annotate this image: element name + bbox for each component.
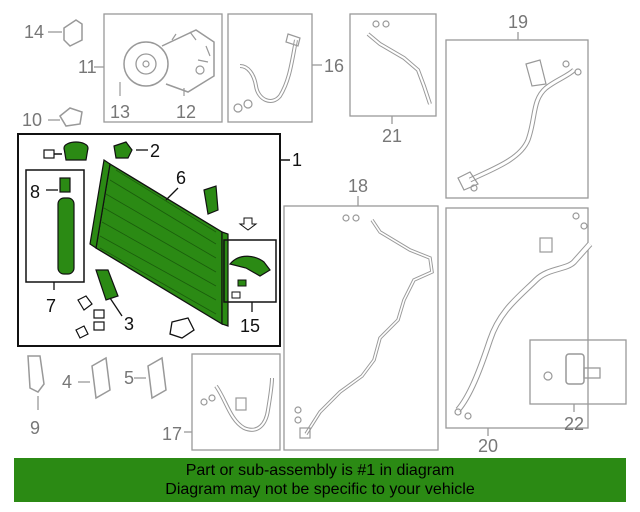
part-8-plug[interactable] bbox=[59, 177, 71, 193]
part-21-pipe[interactable] bbox=[366, 20, 432, 105]
callout-1: 1 bbox=[292, 150, 302, 170]
callout-7: 7 bbox=[46, 296, 56, 316]
callout-5: 5 bbox=[124, 368, 134, 388]
callout-11: 11 bbox=[78, 57, 97, 77]
part-3-bracket[interactable] bbox=[95, 269, 119, 301]
hose-16-frame bbox=[227, 13, 313, 123]
callout-13: 13 bbox=[110, 102, 130, 122]
part-side-bracket[interactable] bbox=[203, 185, 219, 215]
callout-16: 16 bbox=[324, 56, 344, 76]
callout-3: 3 bbox=[124, 314, 134, 334]
callout-15: 15 bbox=[240, 316, 260, 336]
part-18-pipe[interactable] bbox=[294, 214, 434, 439]
callout-20: 20 bbox=[478, 436, 498, 456]
callout-17: 17 bbox=[162, 424, 182, 444]
part-2-bracket[interactable] bbox=[113, 141, 133, 159]
part-4-bracket[interactable] bbox=[91, 356, 111, 400]
part-5-bracket[interactable] bbox=[147, 356, 167, 400]
callout-14: 14 bbox=[24, 22, 44, 42]
callout-19: 19 bbox=[508, 12, 528, 32]
notice-banner: Part or sub-assembly is #1 in diagram Di… bbox=[14, 458, 626, 502]
small-hardware[interactable] bbox=[75, 295, 195, 339]
part-10-bracket[interactable] bbox=[48, 107, 83, 127]
part-14-bracket[interactable] bbox=[48, 19, 83, 47]
part-7-receiver-drier[interactable] bbox=[57, 197, 75, 275]
switch-22-frame bbox=[529, 339, 627, 405]
notice-line-1: Part or sub-assembly is #1 in diagram bbox=[185, 462, 455, 479]
pipe-21-frame bbox=[349, 13, 437, 117]
fitting-15-frame bbox=[223, 239, 277, 303]
part-16-hose[interactable] bbox=[233, 33, 301, 113]
part-20-hose[interactable] bbox=[454, 212, 593, 420]
hose-19-frame bbox=[445, 39, 589, 199]
part-arrow-fastener[interactable] bbox=[238, 217, 258, 231]
hose-20-frame bbox=[445, 207, 589, 429]
part-15-fitting[interactable] bbox=[228, 255, 271, 299]
part-6-condenser[interactable] bbox=[89, 158, 229, 327]
callout-4: 4 bbox=[62, 372, 72, 392]
part-12-compressor[interactable] bbox=[119, 29, 215, 96]
drier-7-frame bbox=[25, 169, 85, 283]
callout-6: 6 bbox=[176, 168, 186, 188]
part-bolt[interactable] bbox=[43, 149, 62, 159]
assembly-1-frame[interactable] bbox=[17, 133, 281, 347]
callout-10: 10 bbox=[22, 110, 42, 130]
callout-9: 9 bbox=[30, 418, 40, 438]
part-cap[interactable] bbox=[63, 141, 89, 161]
part-17-hose[interactable] bbox=[200, 377, 274, 432]
callout-2: 2 bbox=[150, 141, 160, 161]
pipe-18-frame bbox=[283, 205, 439, 451]
notice-line-2: Diagram may not be specific to your vehi… bbox=[165, 481, 475, 498]
part-22-switch[interactable] bbox=[543, 353, 601, 385]
callout-21: 21 bbox=[382, 126, 402, 146]
callout-8: 8 bbox=[30, 182, 40, 202]
callout-12: 12 bbox=[176, 102, 196, 122]
hose-17-frame bbox=[191, 353, 281, 451]
callout-18: 18 bbox=[348, 176, 368, 196]
compressor-frame bbox=[103, 13, 223, 123]
part-9-bracket[interactable] bbox=[27, 355, 45, 393]
part-19-hose[interactable] bbox=[457, 59, 582, 192]
callout-22: 22 bbox=[564, 414, 584, 434]
